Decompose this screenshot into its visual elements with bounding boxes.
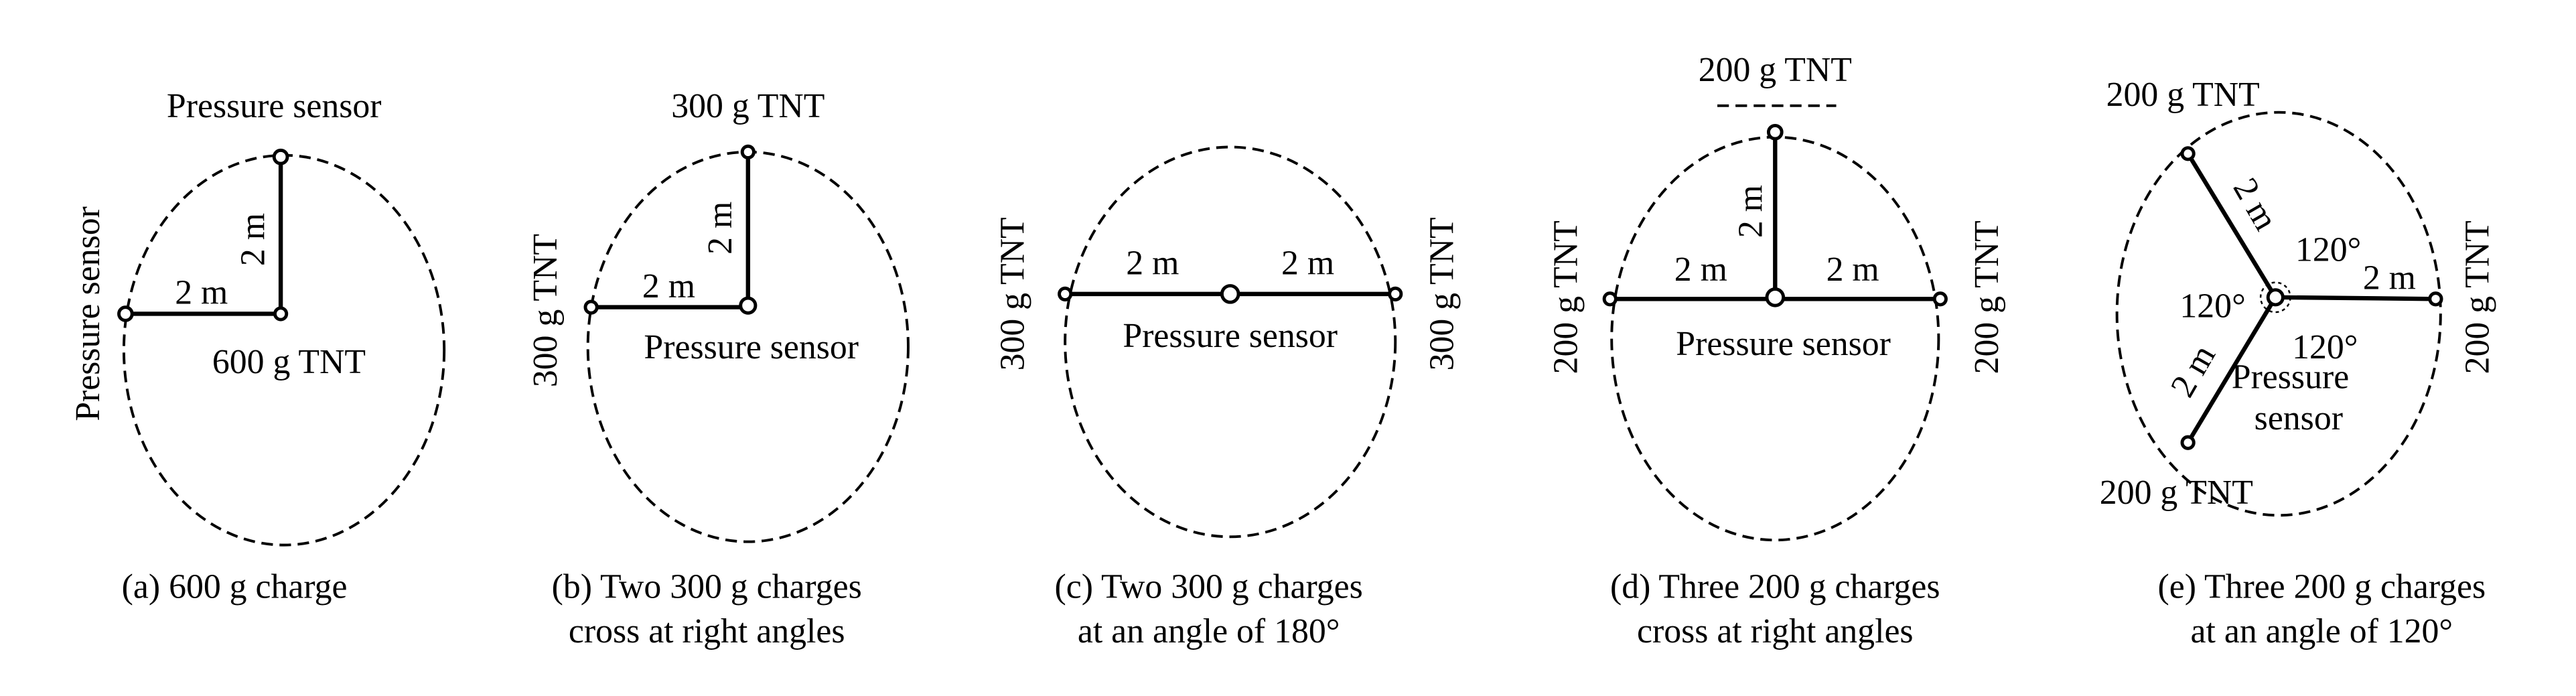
charge-point bbox=[273, 306, 289, 322]
angle-label: 120° bbox=[2295, 231, 2361, 269]
distance-label: 2 m bbox=[1827, 251, 1879, 289]
center-label: 600 g TNT bbox=[212, 343, 366, 381]
left-label: 200 g TNT bbox=[1547, 220, 1585, 374]
distance-label: 2 m bbox=[642, 267, 695, 305]
distance-label: 2 m bbox=[1732, 185, 1770, 238]
charge-point bbox=[1766, 123, 1784, 141]
distance-label: 2 m bbox=[1281, 244, 1334, 282]
caption: (d) Three 200 g charges bbox=[1610, 568, 1940, 606]
sensor-point bbox=[117, 305, 134, 322]
charge-point bbox=[583, 299, 599, 315]
top-label: 200 g TNT bbox=[2106, 76, 2260, 114]
caption: cross at right angles bbox=[569, 612, 845, 650]
radius-line bbox=[2275, 295, 2436, 301]
charge-point bbox=[1058, 286, 1073, 301]
right-label: 200 g TNT bbox=[1968, 220, 2006, 374]
panel-b: 300 g TNT 300 g TNT 2 m 2 m Pressure sen… bbox=[526, 87, 910, 650]
charge-point bbox=[1602, 291, 1618, 307]
radius-line bbox=[2186, 296, 2278, 444]
distance-label: 2 m bbox=[1126, 244, 1179, 282]
center-label: Pressure sensor bbox=[1123, 317, 1338, 355]
sensor-point bbox=[1765, 287, 1786, 307]
distance-label: 2 m bbox=[1674, 251, 1727, 289]
sensor-point bbox=[2266, 288, 2285, 307]
left-label: 300 g TNT bbox=[994, 217, 1032, 370]
distance-label: 2 m bbox=[175, 274, 228, 312]
bottom-label: 200 g TNT bbox=[2100, 474, 2253, 512]
panel-d: 200 g TNT 200 g TNT 200 g TNT 2 m 2 m 2 … bbox=[1547, 51, 2006, 650]
left-label: 300 g TNT bbox=[526, 234, 565, 387]
center-label: Pressure sensor bbox=[1676, 325, 1891, 363]
angle-arc bbox=[2259, 281, 2291, 314]
boundary-circle bbox=[1064, 145, 1397, 539]
sensor-point bbox=[272, 148, 289, 165]
caption: (e) Three 200 g charges bbox=[2158, 568, 2486, 606]
charge-point bbox=[2180, 146, 2196, 161]
panel-e: 200 g TNT 200 g TNT 200 g TNT 2 m 2 m 2 … bbox=[2100, 76, 2497, 650]
top-label: 300 g TNT bbox=[671, 87, 825, 125]
angle-label: 120° bbox=[2179, 287, 2245, 325]
charge-point bbox=[1932, 291, 1948, 307]
charge-point bbox=[1388, 286, 1403, 301]
caption: (a) 600 g charge bbox=[122, 568, 348, 606]
distance-label: 2 m bbox=[234, 213, 272, 266]
center-label: sensor bbox=[2255, 399, 2343, 437]
top-label: 200 g TNT bbox=[1699, 51, 1852, 89]
distance-label: 2 m bbox=[701, 202, 739, 255]
center-label: Pressure bbox=[2232, 358, 2349, 396]
center-label: Pressure sensor bbox=[644, 328, 859, 366]
panel-c: 300 g TNT 300 g TNT 2 m 2 m Pressure sen… bbox=[994, 145, 1461, 650]
charge-point bbox=[2428, 291, 2443, 307]
caption: at an angle of 180° bbox=[1078, 612, 1340, 650]
sensor-point bbox=[739, 296, 758, 315]
charge-point bbox=[740, 144, 756, 159]
distance-label: 2 m bbox=[2363, 259, 2416, 297]
sensor-point bbox=[1220, 284, 1240, 304]
right-label: 200 g TNT bbox=[2458, 220, 2496, 374]
top-label: Pressure sensor bbox=[167, 87, 382, 125]
radius-line bbox=[2186, 152, 2278, 299]
panel-a: Pressure sensor Pressure sensor 2 m 2 m … bbox=[69, 87, 446, 606]
caption: at an angle of 120° bbox=[2191, 612, 2453, 650]
caption: (b) Two 300 g charges bbox=[552, 568, 862, 606]
caption: (c) Two 300 g charges bbox=[1055, 568, 1363, 606]
left-label: Pressure sensor bbox=[69, 206, 107, 421]
charge-point bbox=[2180, 435, 2196, 450]
angle-label: 120° bbox=[2292, 328, 2358, 366]
caption: cross at right angles bbox=[1637, 612, 1914, 650]
boundary-circle bbox=[2115, 111, 2442, 517]
distance-label: 2 m bbox=[2163, 338, 2223, 403]
right-label: 300 g TNT bbox=[1423, 217, 1461, 370]
